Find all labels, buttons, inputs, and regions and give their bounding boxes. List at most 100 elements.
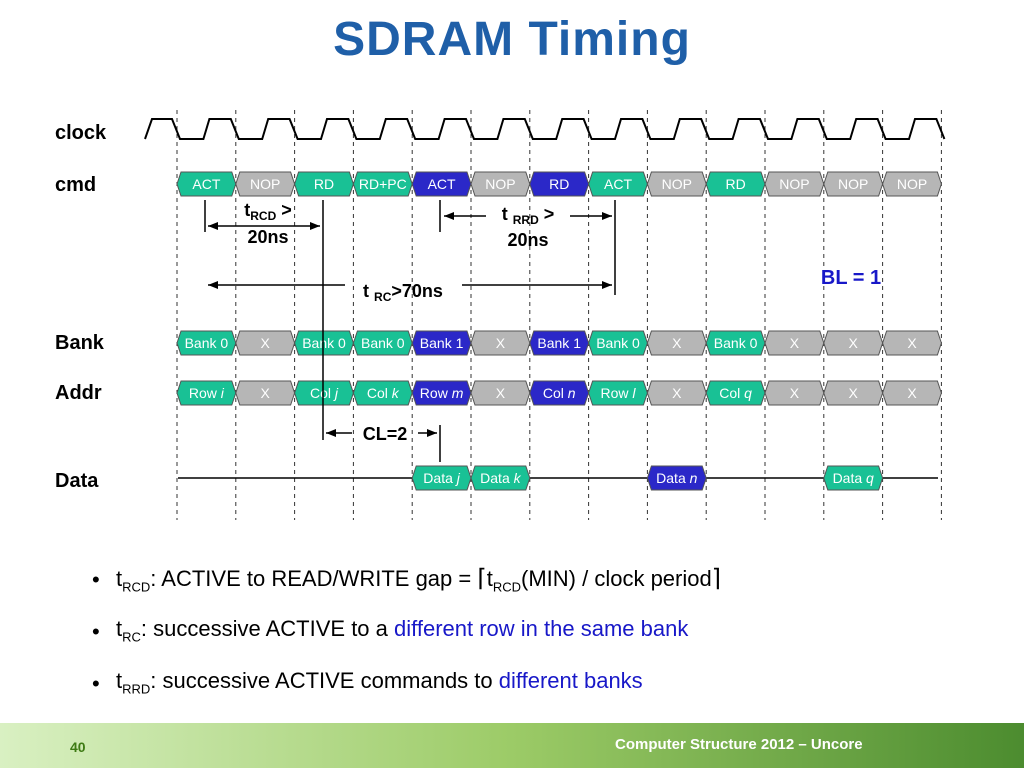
addr-box: X (235, 380, 296, 406)
cmd-box: RD (294, 171, 354, 197)
cmd-box-label: NOP (250, 176, 280, 192)
bank-box-label: X (672, 335, 682, 351)
addr-box: X (646, 380, 707, 406)
bank-box-label: Bank 0 (361, 335, 405, 351)
addr-box: X (882, 380, 942, 406)
course-footer: Computer Structure 2012 – Uncore (615, 736, 863, 753)
cmd-box-label: RD (549, 176, 569, 192)
clock-row-label: clock (55, 122, 107, 144)
bullet-list: • tRCD: ACTIVE to READ/WRITE gap = ⌈tRCD… (92, 564, 992, 720)
cmd-row-label: cmd (55, 174, 97, 196)
cmd-box: NOP (823, 171, 884, 197)
bank-box: X (646, 330, 707, 356)
data-row: Data j Data k Data n Data q (411, 465, 884, 491)
cmd-box-label: ACT (428, 176, 456, 192)
addr-box: Col k (352, 380, 413, 406)
bullet-dot: • (92, 671, 100, 696)
cmd-box-label: ACT (192, 176, 220, 192)
addr-box-label: X (496, 385, 506, 401)
cmd-box-label: NOP (779, 176, 809, 192)
addr-row: Row i X Col j Col k Row m X Col n Row l X Col q X X… (176, 380, 942, 406)
cmd-box: NOP (646, 171, 707, 197)
bank-row-label: Bank (55, 332, 104, 354)
bank-box-label: X (790, 335, 800, 351)
addr-box: Col q (705, 380, 766, 406)
bank-box: X (882, 330, 942, 356)
cmd-box-label: NOP (897, 176, 927, 192)
addr-box-label: X (261, 385, 271, 401)
timing-annotations (204, 200, 616, 462)
bank-box: X (823, 330, 884, 356)
addr-box-label: Row l (600, 385, 636, 401)
addr-box-label: Row i (189, 385, 225, 401)
cmd-box: NOP (882, 171, 942, 197)
trrd-value: 20ns (507, 230, 548, 250)
data-box-label: Data q (833, 470, 874, 486)
bullet-trc: • tRC: successive ACTIVE to a different … (92, 616, 689, 645)
timing-diagram: ACT NOP RD RD+PC ACT NOP RD ACT NOP RD NOP NOP NOP B… (144, 110, 946, 520)
cmd-box: ACT (176, 171, 237, 197)
bullet-dot: • (92, 619, 100, 644)
bank-box-label: Bank 0 (302, 335, 346, 351)
bank-box-label: Bank 0 (714, 335, 758, 351)
bank-box: Bank 1 (411, 330, 472, 356)
bank-box: Bank 1 (529, 330, 590, 356)
bullet-trcd: • tRCD: ACTIVE to READ/WRITE gap = ⌈tRCD… (92, 565, 722, 595)
page-number: 40 (70, 739, 86, 755)
cmd-box: RD (705, 171, 766, 197)
trc-label: t RC>70ns (363, 281, 443, 304)
cmd-box-shape (882, 171, 942, 197)
data-box-shape (470, 465, 531, 491)
addr-box-label: X (907, 385, 917, 401)
bank-box-shape (882, 330, 942, 356)
addr-box: Row l (588, 380, 648, 406)
bank-box-label: Bank 0 (185, 335, 229, 351)
cmd-box: NOP (764, 171, 825, 197)
cmd-box-label: RD (314, 176, 334, 192)
data-box: Data j (411, 465, 472, 491)
addr-box-label: X (849, 385, 859, 401)
cmd-row: ACT NOP RD RD+PC ACT NOP RD ACT NOP RD NOP NOP NOP (176, 171, 942, 197)
addr-box: X (823, 380, 884, 406)
footer-bar: 40 Computer Structure 2012 – Uncore (0, 723, 1024, 768)
bank-box-label: X (496, 335, 506, 351)
data-box-label: Data k (480, 470, 521, 486)
bank-box: X (470, 330, 531, 356)
addr-box-label: Col q (719, 385, 752, 401)
bank-box: Bank 0 (705, 330, 766, 356)
cmd-box: ACT (588, 171, 648, 197)
addr-box: Row i (176, 380, 237, 406)
addr-box-label: X (672, 385, 682, 401)
cmd-box-label: ACT (604, 176, 632, 192)
addr-box-label: Col k (367, 385, 400, 401)
bank-box-label: X (907, 335, 917, 351)
bank-box-label: X (261, 335, 271, 351)
cmd-box: NOP (470, 171, 531, 197)
addr-box-label: Col n (543, 385, 576, 401)
cmd-box-label: NOP (662, 176, 692, 192)
bank-box-label: X (849, 335, 859, 351)
data-row-label: Data (55, 470, 99, 492)
addr-box: Row m (411, 380, 472, 406)
addr-box-label: Col j (310, 385, 339, 401)
cmd-box: ACT (411, 171, 472, 197)
cmd-box: NOP (235, 171, 296, 197)
cl-label: CL=2 (363, 424, 408, 444)
data-box-shape (823, 465, 884, 491)
addr-box-label: X (790, 385, 800, 401)
cmd-box-label: RD+PC (359, 176, 407, 192)
addr-box: X (764, 380, 825, 406)
addr-row-label: Addr (55, 382, 102, 404)
bank-box: Bank 0 (176, 330, 237, 356)
data-box-label: Data j (423, 470, 460, 486)
cmd-box: RD (529, 171, 590, 197)
cmd-box-label: NOP (485, 176, 515, 192)
addr-box-shape (882, 380, 942, 406)
bank-box: Bank 0 (352, 330, 413, 356)
addr-box-label: Row m (420, 385, 464, 401)
addr-box: Col n (529, 380, 590, 406)
cmd-box: RD+PC (352, 171, 413, 197)
data-box: Data n (646, 465, 707, 491)
bank-box: Bank 0 (588, 330, 648, 356)
